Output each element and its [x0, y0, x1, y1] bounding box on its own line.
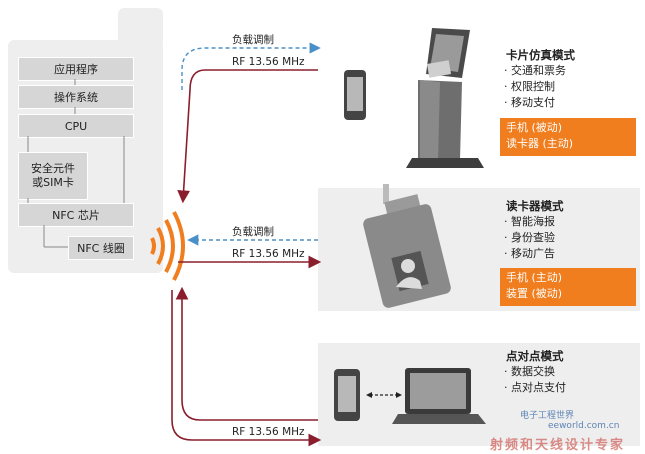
cpu-layer: CPU: [18, 114, 134, 138]
role-line: 手机 (被动): [506, 121, 563, 134]
kiosk-reader-icon: [406, 28, 484, 168]
nfc-coil: NFC 线圈: [68, 236, 134, 260]
rf-arrow-3-up: [175, 286, 318, 421]
p2p-mode-list: 数据交换 点对点支付: [504, 364, 566, 396]
card-emulation-roles: 手机 (被动) 读卡器 (主动): [500, 118, 636, 156]
role-line: 装置 (被动): [506, 287, 563, 300]
smartphone-icon: [344, 70, 366, 120]
role-line: 读卡器 (主动): [506, 137, 574, 150]
rf-label-2: RF 13.56 MHz: [232, 248, 305, 260]
role-line: 手机 (主动): [506, 271, 563, 284]
bidirectional-arrow: [366, 392, 402, 398]
list-item: 交通和票务: [504, 63, 566, 79]
p2p-mode-title: 点对点模式: [506, 349, 564, 363]
secure-element: 安全元件 或SIM卡: [18, 152, 88, 200]
list-item: 权限控制: [504, 79, 566, 95]
id-badge-icon: [363, 184, 451, 308]
load-mod-label-1: 负载调制: [232, 34, 274, 46]
watermark-tagline: 射频和天线设计专家: [490, 438, 626, 453]
list-item: 移动支付: [504, 95, 566, 111]
list-item: 移动广告: [504, 246, 555, 262]
rf-arrow-1: [177, 69, 318, 204]
list-item: 身份查验: [504, 230, 555, 246]
nfc-chip: NFC 芯片: [18, 203, 134, 227]
list-item: 数据交换: [504, 364, 566, 380]
nfc-wave-icon: [150, 211, 185, 281]
card-emulation-list: 交通和票务 权限控制 移动支付: [504, 63, 566, 111]
reader-mode-list: 智能海报 身份查验 移动广告: [504, 214, 555, 262]
watermark-brand: 电子工程世界: [520, 411, 575, 421]
rf-label-1: RF 13.56 MHz: [232, 56, 305, 68]
list-item: 点对点支付: [504, 380, 566, 396]
reader-mode-title: 读卡器模式: [506, 199, 564, 213]
rf-arrow-3: [171, 290, 322, 447]
device-panel-tab: [118, 8, 163, 48]
list-item: 智能海报: [504, 214, 555, 230]
watermark-site: eeworld.com.cn: [548, 421, 620, 431]
card-emulation-title: 卡片仿真模式: [506, 48, 575, 62]
load-mod-arrow-1: [181, 42, 321, 90]
load-mod-label-2: 负载调制: [232, 226, 274, 238]
smartphone-icon-2: [334, 369, 360, 421]
reader-mode-roles: 手机 (主动) 装置 (被动): [500, 268, 636, 306]
os-layer: 操作系统: [18, 85, 134, 109]
rf-label-3: RF 13.56 MHz: [232, 426, 305, 438]
laptop-icon: [392, 368, 486, 424]
app-layer: 应用程序: [18, 57, 134, 81]
